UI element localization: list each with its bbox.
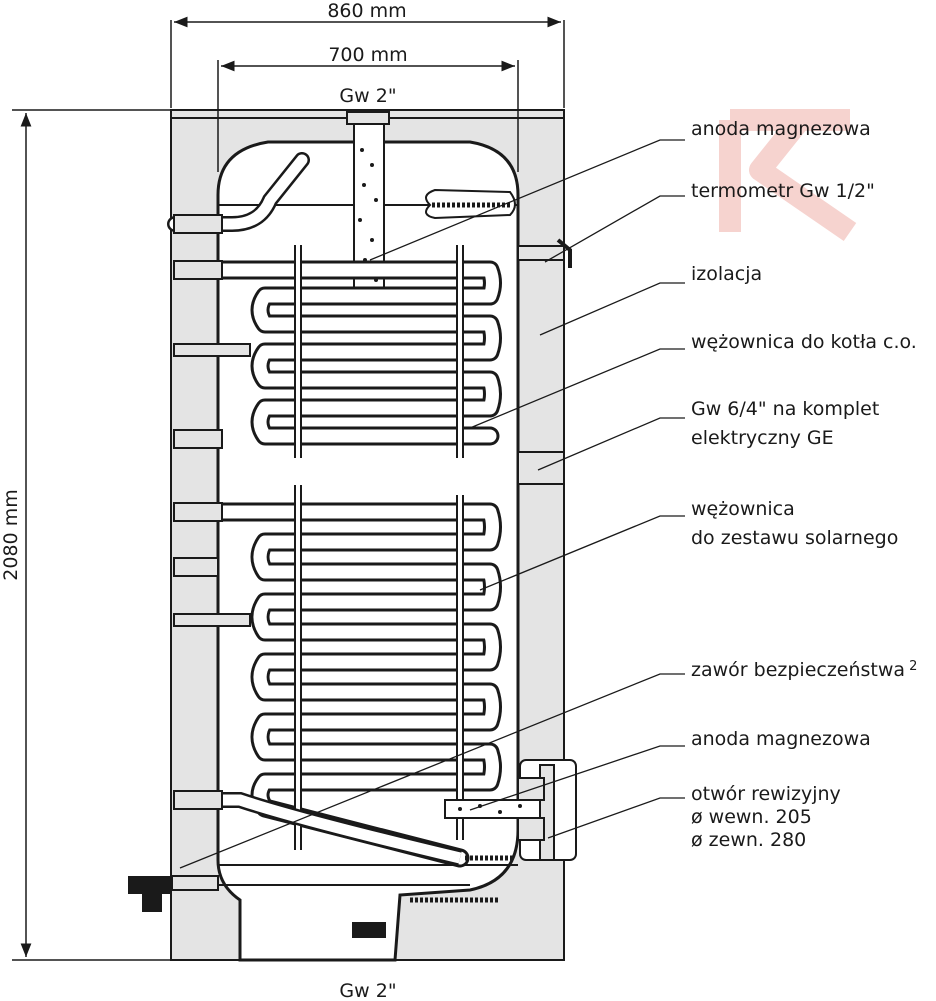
- insulation-label: izolacja: [691, 263, 762, 285]
- solar-coil-label-line2: do zestawu solarnego: [691, 527, 898, 549]
- bottom-connection-label: Gw 2": [339, 980, 396, 1001]
- boiler-coil-label: wężownica do kotła c.o.: [691, 331, 917, 353]
- safety-valve-label-text: zawór bezpieczeństwa: [691, 659, 905, 681]
- inspection-label-line1: otwór rewizyjny: [691, 783, 841, 805]
- inspection-opening: [444, 759, 577, 861]
- bottom-drain: [352, 922, 386, 938]
- safety-valve-footnote: 2: [909, 659, 917, 674]
- watermark-logo: [719, 109, 857, 242]
- anode-top-label: anoda magnezowa: [691, 118, 871, 140]
- electric-label-line1: Gw 6/4" na komplet: [691, 398, 879, 420]
- inspection-label-line2: ø wewn. 205: [691, 806, 812, 828]
- top-connection-label: Gw 2": [339, 85, 396, 107]
- height-label: 2080 mm: [0, 489, 22, 580]
- inner-width-label: 700 mm: [328, 44, 407, 66]
- upper-coil: [180, 245, 502, 458]
- safety-valve-label: zawór bezpieczeństwa 2: [691, 659, 917, 681]
- leader-lines: [179, 139, 685, 869]
- outer-width-label: 860 mm: [327, 0, 406, 22]
- right-fittings: [517, 238, 572, 485]
- inspection-label-line3: ø zewn. 280: [691, 829, 806, 851]
- thermometer-pocket: [425, 188, 516, 220]
- safety-valve: [128, 875, 219, 912]
- electric-label-line2: elektryczny GE: [691, 427, 834, 449]
- anode-bottom-label: anoda magnezowa: [691, 728, 871, 750]
- dimension-lines: [12, 16, 565, 961]
- left-connections: [173, 214, 251, 810]
- thermometer-label: termometr Gw 1/2": [691, 180, 875, 202]
- solar-coil-label-line1: wężownica: [691, 498, 795, 520]
- lower-coil: [180, 485, 502, 868]
